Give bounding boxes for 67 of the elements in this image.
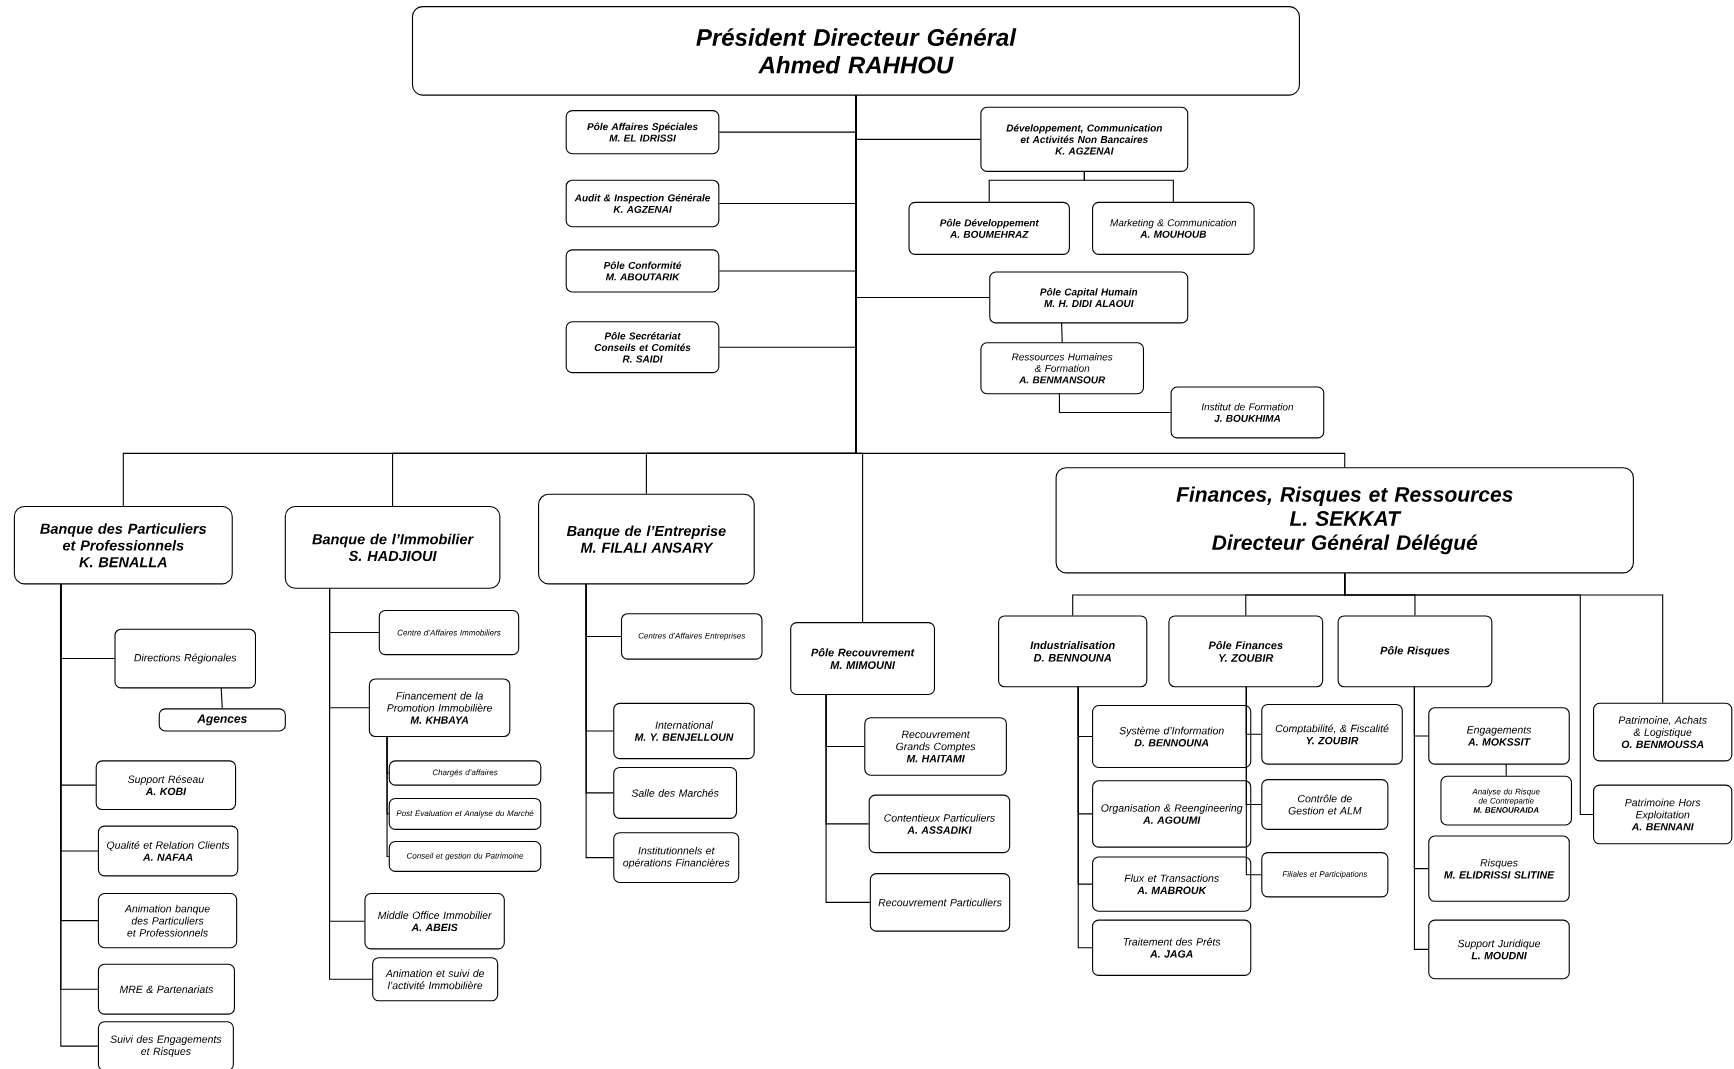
org-box: Qualité et Relation Clients A. NAFAA <box>97 825 239 877</box>
org-box: Ressources Humaines & Formation A. BENMANSOUR <box>980 342 1145 395</box>
org-box: Banque des Particuliers et Professionnels K. BENALLA <box>13 505 233 585</box>
connector-line <box>825 693 871 903</box>
org-box: Pôle Conformité M. ABOUTARIK <box>565 249 720 293</box>
org-box: Banque de l’Immobilier S. HADJIOUI <box>284 505 501 589</box>
connector-line <box>1077 686 1093 949</box>
org-box: Salle des Marchés <box>613 766 738 819</box>
org-box: Finances, Risques et Ressources L. SEKKAT Directeur Général Délégué <box>1055 467 1634 574</box>
org-box: Support Juridique L. MOUDNI <box>1428 919 1570 980</box>
org-box: Contentieux Particuliers A. ASSADIKI <box>868 794 1011 854</box>
org-box: Marketing & Communication A. MOUHOUB <box>1092 201 1255 255</box>
org-box: Pôle Capital Humain M. H. DIDI ALAOUI <box>989 271 1189 324</box>
org-box: International M. Y. BENJELLOUN <box>613 702 755 760</box>
org-box: Agences <box>158 708 286 732</box>
org-box: Institut de Formation J. BOUKHIMA <box>1170 386 1325 439</box>
connector-line <box>329 587 373 980</box>
org-box: Pôle Secrétariat Conseils et Comités R. SAIDI <box>565 321 720 374</box>
org-box: Pôle Affaires Spéciales M. EL IDRISSI <box>565 110 720 155</box>
org-box: Président Directeur Général Ahmed RAHHOU <box>411 6 1300 96</box>
connector-line <box>1505 763 1507 777</box>
org-box: Audit & Inspection Générale K. AGZENAI <box>565 179 720 228</box>
org-box: Pôle Développement A. BOUMEHRAZ <box>908 201 1070 255</box>
org-box: Conseil et gestion du Patrimoine <box>388 841 542 872</box>
org-box: Flux et Transactions A. MABROUK <box>1092 856 1252 912</box>
org-box: Système d’Information D. BENNOUNA <box>1092 705 1252 768</box>
org-box: Recouvrement Particuliers <box>869 873 1011 932</box>
org-box: Industrialisation D. BENNOUNA <box>998 615 1148 688</box>
org-box: Financement de la Promotion Immobilière M. KHBAYA <box>368 678 511 738</box>
connector-line <box>1083 171 1174 203</box>
org-box: Analyse du Risque de Contrepartie M. BENOURAIDA <box>1440 775 1572 826</box>
connector-line <box>585 583 614 859</box>
org-box: Banque de l’Entreprise M. FILALI ANSARY <box>538 493 755 585</box>
org-box: Animation et suivi de l’activité Immobilière <box>372 957 499 1002</box>
org-box: Suivi des Engagements et Risques <box>97 1021 234 1069</box>
org-box: Post Evaluation et Analyse du Marché <box>388 797 542 830</box>
org-box: Centres d’Affaires Entreprises <box>620 613 763 660</box>
connector-line <box>855 95 1346 468</box>
org-box: Développement, Communication et Activités Non Bancaires K. AGZENAI <box>980 106 1189 172</box>
connector-line <box>1061 322 1063 343</box>
org-box: Institutionnels et opérations Financières <box>613 832 740 884</box>
org-box: Patrimoine Hors Exploitation A. BENNANI <box>1593 784 1733 845</box>
connector-line <box>220 687 223 709</box>
org-box: Patrimoine, Achats & Logistique O. BENMOUSSA <box>1593 702 1733 762</box>
org-box: Directions Régionales <box>114 628 256 689</box>
org-box: Middle Office Immobilier A. ABEIS <box>364 893 505 950</box>
org-box: Support Réseau A. KOBI <box>95 760 237 811</box>
org-box: Comptabilité, & Fiscalité Y. ZOUBIR <box>1261 703 1403 765</box>
connector-line <box>1058 393 1172 414</box>
org-box: Organisation & Reengineering A. AGOUMI <box>1092 780 1252 848</box>
org-box: Chargés d’affaires <box>388 760 542 786</box>
org-box: Pôle Finances Y. ZOUBIR <box>1168 615 1324 688</box>
connector-line <box>386 735 390 858</box>
org-box: Traitement des Prêts A. JAGA <box>1092 919 1252 976</box>
org-box: Pôle Recouvrement M. MIMOUNI <box>790 622 935 695</box>
org-box: Centre d’Affaires Immobiliers <box>378 609 520 656</box>
connector-line <box>1413 686 1429 950</box>
connector-line <box>1344 572 1594 815</box>
org-box: Contrôle de Gestion et ALM <box>1261 779 1389 830</box>
org-box: Pôle Risques <box>1337 615 1493 688</box>
connector-line <box>1245 686 1262 876</box>
org-box: MRE & Partenariats <box>97 963 235 1015</box>
org-box: Filiales et Participations <box>1261 852 1389 898</box>
org-box: Risques M. ELIDRISSI SLITINE <box>1428 835 1570 902</box>
org-box: Recouvrement Grands Comptes M. HAITAMI <box>864 717 1007 776</box>
org-box: Animation banque des Particuliers et Professionnels <box>97 893 238 949</box>
org-box: Engagements A. MOKSSIT <box>1428 707 1570 765</box>
